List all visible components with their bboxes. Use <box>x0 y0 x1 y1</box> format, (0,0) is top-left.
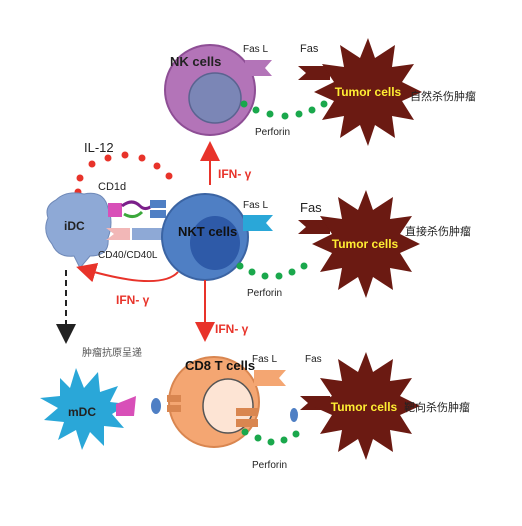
cd8-t-cell: CD8 T cells Fas L Fas Perforin <box>167 354 330 471</box>
nk-cells-label: NK cells <box>170 54 221 69</box>
cd8-fas-label: Fas <box>305 354 322 365</box>
idc-cell: iDC <box>45 192 112 269</box>
nk-fas-label: Fas <box>300 43 319 55</box>
mdc-receptor <box>116 396 136 416</box>
nkt-perforin-dots <box>236 262 308 280</box>
nk-perforin-dots <box>240 100 328 120</box>
mdc-tcr <box>151 398 161 414</box>
cd8-target-mhc <box>290 408 298 422</box>
ifn-label-top: IFN- γ <box>218 167 252 181</box>
nkt-fasl-label: Fas L <box>243 200 268 211</box>
nk-fasl-label: Fas L <box>243 44 268 55</box>
nkt-cells-label: NKT cells <box>178 224 237 239</box>
nkt-cell: NKT cells Fas L Fas Perforin <box>161 193 330 299</box>
cd40-label: CD40/CD40L <box>98 250 158 261</box>
tumor-cell-1: Tumor cells <box>314 38 422 146</box>
tumor-cells-label-3: Tumor cells <box>331 400 398 414</box>
cd8-fasl-receptor <box>254 370 286 386</box>
nk-fasl-receptor <box>245 60 272 76</box>
ifn-label-bottom: IFN- γ <box>215 322 249 336</box>
cd8-perforin-label: Perforin <box>252 460 287 471</box>
tumor-cell-2: Tumor cells <box>312 190 420 298</box>
nkt-fas-label: Fas <box>300 200 322 215</box>
antigen-presentation-text: 肿瘤抗原呈递 <box>82 346 142 359</box>
cd8-perforin-dots <box>241 428 300 446</box>
targeted-killing-text: 靶向杀伤肿瘤 <box>404 400 470 414</box>
nkt-perforin-label: Perforin <box>247 288 282 299</box>
ifn-arrow-to-idc <box>76 263 179 283</box>
mdc-label: mDC <box>68 405 96 419</box>
il12-label: IL-12 <box>84 140 114 155</box>
tumor-cells-label-1: Tumor cells <box>335 85 402 99</box>
tumor-cells-label-2: Tumor cells <box>332 237 399 251</box>
cd8-t-cells-label: CD8 T cells <box>185 358 255 373</box>
tumor-cell-3: Tumor cells <box>312 352 420 460</box>
nk-fas-receptor <box>298 66 330 80</box>
nkt-fas-receptor <box>298 220 330 234</box>
nk-cell: NK cells Fas L Fas Perforin <box>164 43 330 138</box>
cd1d-receptor <box>108 200 166 219</box>
cd40-receptor <box>106 228 168 240</box>
idc-label: iDC <box>64 219 85 233</box>
nk-perforin-label: Perforin <box>255 127 290 138</box>
cd1d-label: CD1d <box>98 181 126 193</box>
natural-killing-text: 自然杀伤肿瘤 <box>410 89 476 103</box>
direct-killing-text: 直接杀伤肿瘤 <box>405 224 471 238</box>
ifn-label-left: IFN- γ <box>116 293 150 307</box>
mdc-cell: mDC <box>40 368 161 450</box>
nkt-fasl-receptor <box>243 215 273 231</box>
cd8-fasl-label: Fas L <box>252 354 277 365</box>
il12-dots <box>74 151 173 196</box>
